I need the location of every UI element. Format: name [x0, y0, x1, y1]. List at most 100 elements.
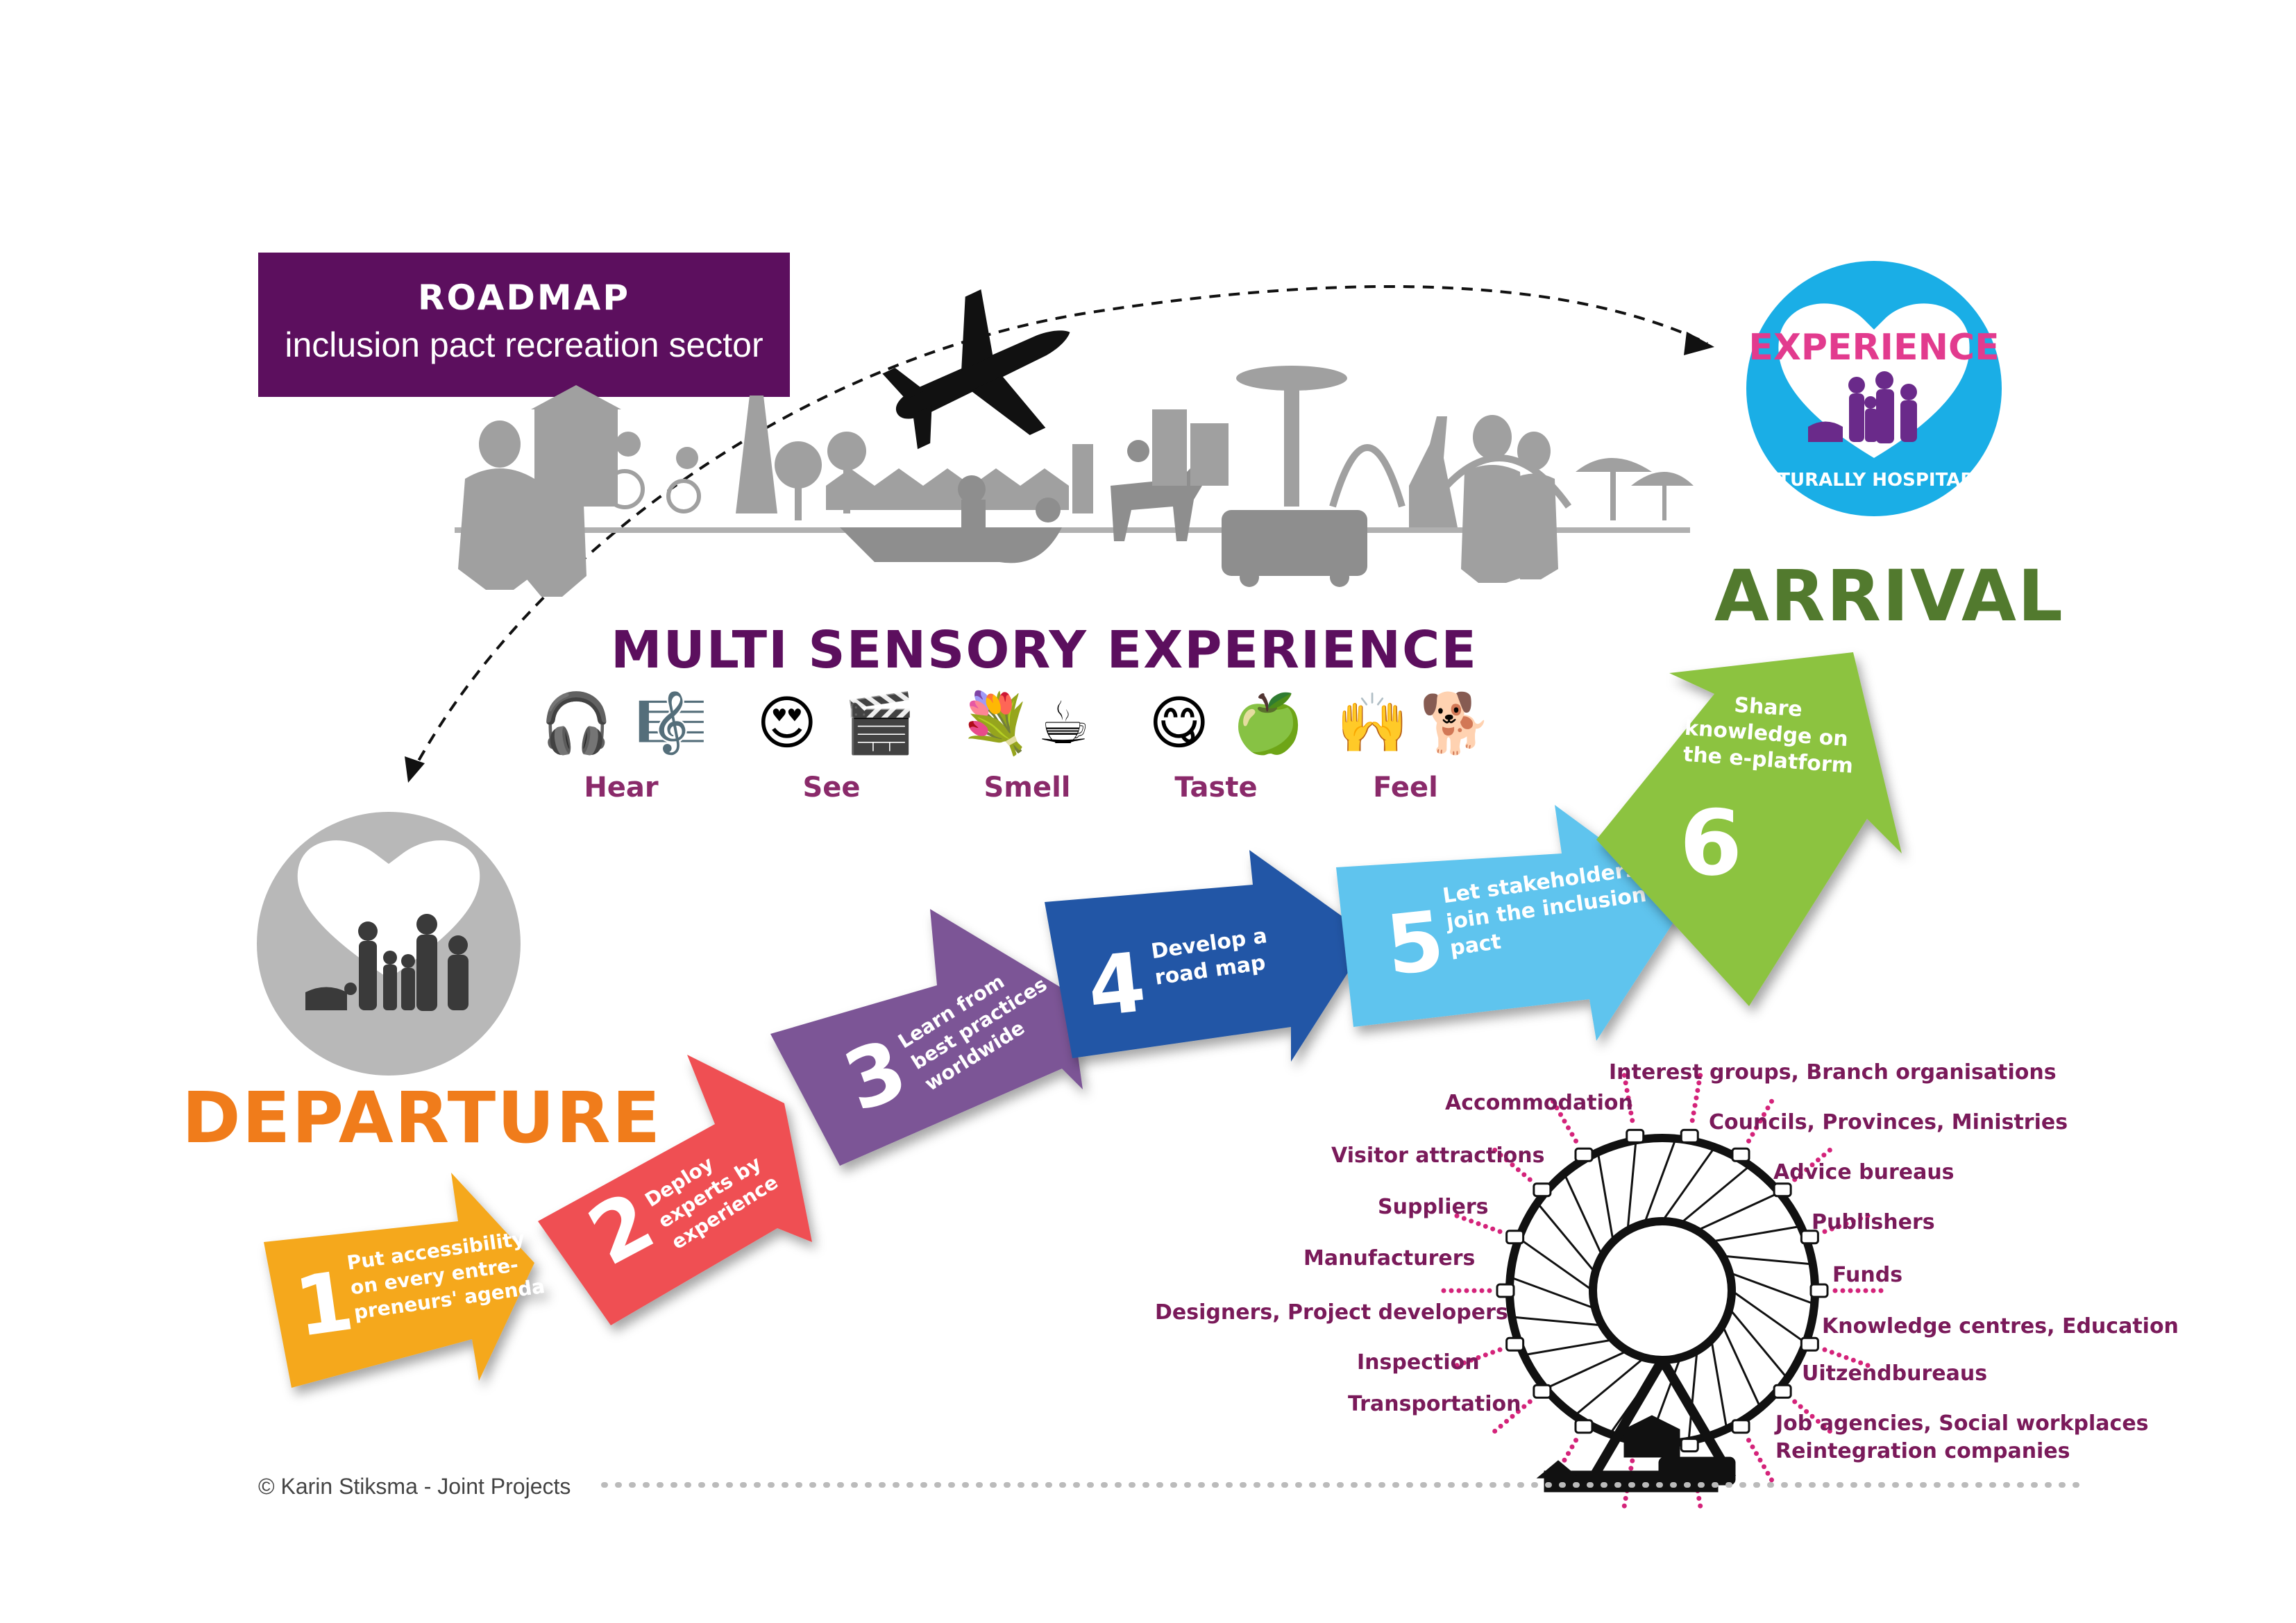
connector-dot	[1621, 1073, 1627, 1078]
connector-dot	[1551, 1098, 1555, 1104]
stakeholder-label: Interest groups, Branch organisations	[1609, 1060, 2057, 1085]
wheel-spoke	[1573, 1357, 1646, 1417]
multi-sensory-title: MULTI SENSORY EXPERIENCE	[611, 620, 1478, 680]
connector-dot	[1569, 1132, 1575, 1137]
copyright-text: © Karin Stiksma - Joint Projects	[258, 1474, 571, 1499]
connector-dot	[1765, 1470, 1771, 1476]
connector-dot	[1510, 1413, 1515, 1419]
connector-dot	[1863, 1288, 1868, 1293]
connector-dot	[1628, 1110, 1634, 1116]
wheel-cabin	[1731, 1419, 1750, 1434]
connector-dot	[1695, 1087, 1700, 1093]
step-6-number: 6	[1680, 790, 1742, 896]
connector-dot	[1471, 1288, 1477, 1293]
step-arrow-3: 3 Learn from best practices worldwide	[770, 909, 1083, 1166]
connector-dot	[1490, 1350, 1496, 1355]
connector-dot	[1822, 1229, 1827, 1234]
sense-label-hear: Hear	[584, 772, 659, 804]
wheel-spoke	[1731, 1289, 1807, 1344]
connector-dot	[1792, 1399, 1798, 1404]
connector-dot	[1554, 1105, 1560, 1111]
sense-label-feel: Feel	[1373, 772, 1438, 804]
connector-dot	[1827, 1148, 1832, 1153]
wheel-spoke	[1563, 1173, 1603, 1257]
sense-label-see: See	[802, 772, 861, 804]
connector-dot	[1798, 1172, 1803, 1178]
yum-face-icon: 😋	[1149, 689, 1210, 757]
connector-dot	[1573, 1438, 1578, 1443]
connector-dot	[1449, 1288, 1454, 1293]
bouquet-icon: 💐	[959, 689, 1032, 757]
heart-eyes-icon: 😍	[757, 689, 818, 757]
wheel-cabin	[1626, 1128, 1645, 1144]
roadmap-subtitle: inclusion pact recreation sector	[285, 325, 763, 364]
connector-dot	[1840, 1288, 1846, 1293]
headphones-icon: 🎧	[540, 689, 613, 757]
connector-dot	[1821, 1153, 1827, 1158]
connector-dot	[1757, 1119, 1763, 1124]
connector-dot	[1762, 1464, 1766, 1470]
connector-dot	[1855, 1288, 1861, 1293]
connector-dot	[1498, 1423, 1503, 1429]
connector-dot	[1483, 1352, 1488, 1358]
apple-icon: 🍏	[1232, 689, 1305, 757]
stakeholder-label: Visitor attractions	[1331, 1144, 1545, 1168]
connector-dot	[1461, 1360, 1467, 1366]
connector-dot	[1809, 1413, 1815, 1419]
step-arrow-4: 4 Develop a road map	[1045, 850, 1371, 1062]
connector-dot	[1469, 1218, 1474, 1224]
wheel-spoke	[1626, 1140, 1637, 1231]
connector-dot	[1624, 1087, 1630, 1093]
connector-dot	[1454, 1363, 1460, 1368]
connector-dot	[1689, 1118, 1695, 1123]
connector-dot	[1562, 1119, 1567, 1124]
wheel-cabin	[1809, 1283, 1829, 1298]
connector-dot	[1750, 1132, 1755, 1137]
connector-dot	[1461, 1216, 1467, 1221]
connector-dot	[1815, 1418, 1821, 1424]
ferris-wheel	[1441, 1073, 1884, 1509]
connector-dot	[1765, 1105, 1771, 1111]
roadmap-title: ROADMAP	[418, 278, 630, 318]
roadmap-title-box: ROADMAP inclusion pact recreation sector	[258, 253, 790, 397]
wheel-spoke	[1536, 1202, 1596, 1274]
wheel-spoke	[1722, 1255, 1813, 1266]
connector-dot	[1843, 1354, 1849, 1360]
family-silhouette	[1808, 371, 1917, 443]
connector-dot	[1497, 1229, 1503, 1234]
stakeholder-label: Publishers	[1812, 1210, 1935, 1234]
connector-dot	[1487, 1288, 1492, 1293]
wheel-cabin	[1496, 1283, 1515, 1298]
connector-dot	[1521, 1404, 1527, 1409]
experience-badge-title: EXPERIENCE	[1748, 327, 1999, 368]
wheel-cabin	[1574, 1147, 1594, 1162]
wheel-cabin	[1800, 1336, 1819, 1352]
step-6-line-1: Share	[1733, 693, 1803, 722]
connector-dot	[1566, 1125, 1571, 1130]
connector-dot	[1627, 1103, 1632, 1108]
stakeholder-label: Funds	[1832, 1263, 1903, 1287]
stakeholder-label: Knowledge centres, Education	[1822, 1314, 2179, 1339]
connector-dot	[1769, 1098, 1774, 1104]
connector-dot	[1497, 1347, 1503, 1352]
wheel-spoke	[1544, 1350, 1628, 1390]
wheel-spoke	[1643, 1138, 1677, 1224]
connector-dot	[1696, 1080, 1702, 1086]
connector-dot	[1626, 1095, 1631, 1101]
stakeholder-label: Accommodation	[1445, 1091, 1633, 1115]
connector-dot	[1871, 1288, 1876, 1293]
stakeholder-label: Manufacturers	[1303, 1246, 1476, 1271]
step-1-number: 1	[289, 1252, 360, 1355]
connector-dot	[1441, 1288, 1446, 1293]
connector-dot	[1762, 1112, 1766, 1117]
stakeholder-label: Transportation	[1348, 1392, 1521, 1416]
wheel-spoke	[1687, 1350, 1698, 1441]
stakeholder-label: Councils, Provinces, Ministries	[1709, 1110, 2068, 1135]
departure-label: DEPARTURE	[182, 1077, 662, 1159]
wheel-spoke	[1721, 1325, 1762, 1409]
wheel-cabin	[1680, 1438, 1699, 1453]
step-arrow-6: 6 Share knowledge on the e-platform	[1596, 652, 1902, 1006]
recreation-skyline-silhouette	[455, 366, 1694, 597]
connector-dot	[1832, 1288, 1838, 1293]
connector-dot	[1479, 1288, 1485, 1293]
